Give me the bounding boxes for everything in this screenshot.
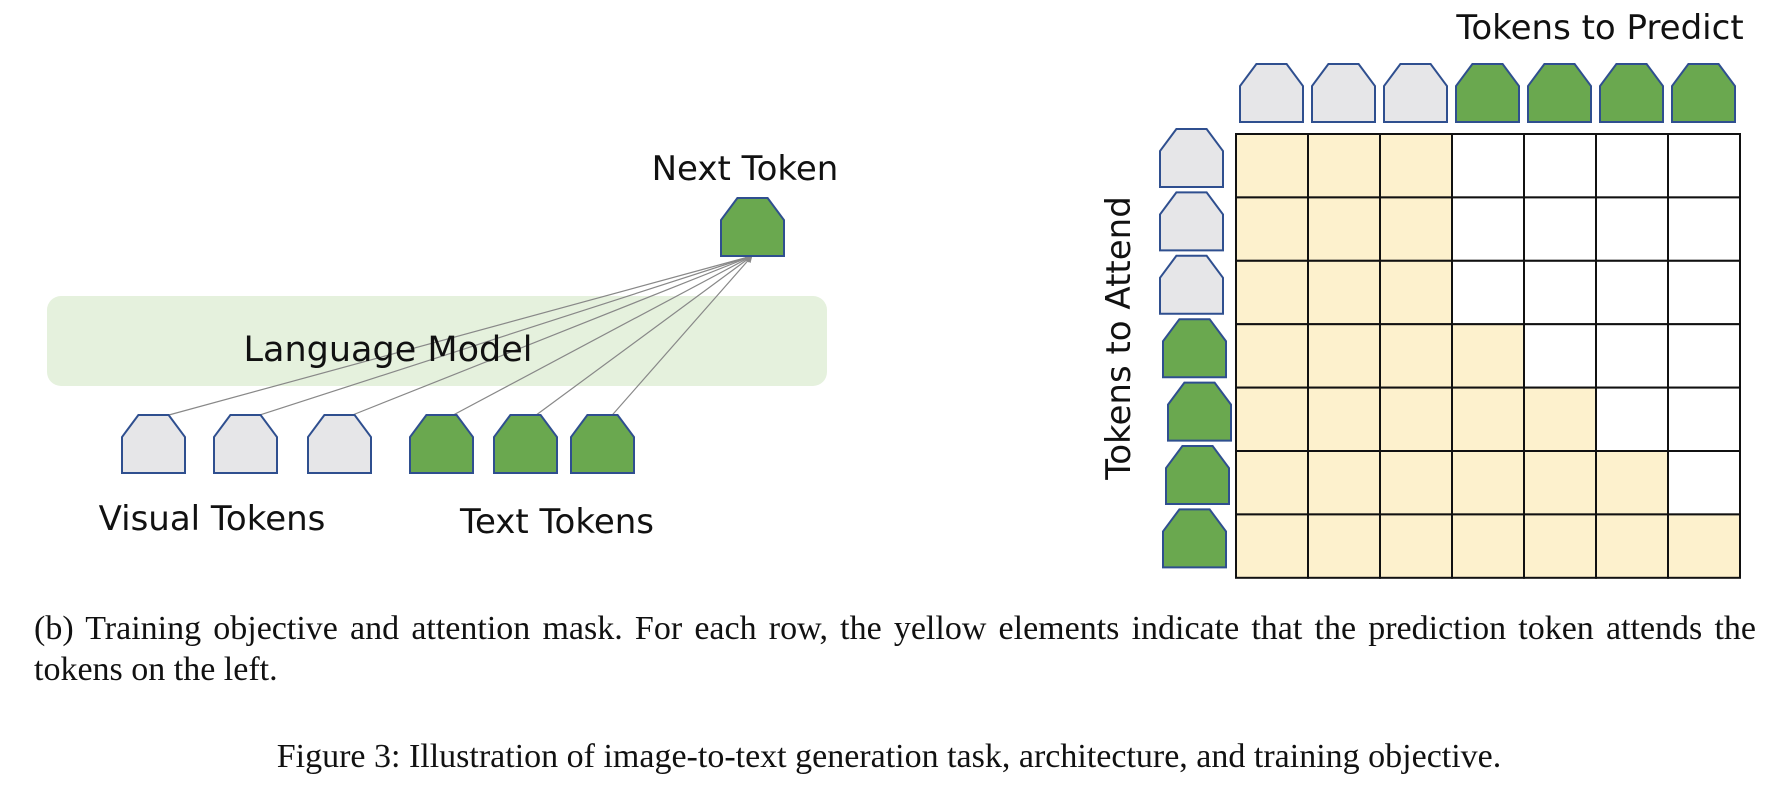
next-token-group: [720, 197, 785, 257]
input-visual-token: [213, 414, 278, 474]
mask-cell-attend: [1379, 196, 1453, 262]
next-token-label: Next Token: [652, 149, 839, 189]
mask-cell-masked: [1595, 133, 1669, 199]
figure-caption: Figure 3: Illustration of image-to-text …: [276, 738, 1502, 775]
language-model-box: [47, 296, 827, 386]
mask-cell-attend: [1307, 386, 1381, 453]
row-token-column: [1159, 128, 1232, 569]
input-text-token: [493, 414, 558, 474]
mask-cell-attend: [1379, 323, 1453, 389]
column-text-token: [1599, 63, 1664, 123]
attention-arrow: [347, 255, 753, 418]
mask-cell-attend: [1451, 386, 1525, 453]
column-visual-token: [1239, 63, 1304, 123]
architecture-diagram: Language Model Next Token Visual Tokens …: [47, 149, 838, 542]
input-visual-token: [307, 414, 372, 474]
subfigure-caption: (b) Training objective and attention mas…: [34, 610, 1756, 689]
mask-cell-attend: [1235, 133, 1309, 199]
mask-cell-attend: [1307, 196, 1381, 262]
attention-arrow: [610, 255, 753, 418]
input-text-token: [570, 414, 635, 474]
row-text-token: [1162, 508, 1227, 569]
mask-cell-masked: [1595, 259, 1669, 326]
mask-cell-attend: [1667, 513, 1741, 579]
mask-cell-attend: [1451, 513, 1525, 579]
mask-cell-attend: [1307, 513, 1381, 579]
row-visual-token: [1159, 191, 1224, 252]
column-visual-token: [1311, 63, 1376, 123]
row-text-token: [1167, 381, 1232, 442]
mask-cell-attend: [1235, 450, 1309, 516]
input-token-row: [121, 414, 635, 474]
column-visual-token: [1383, 63, 1448, 123]
mask-cell-masked: [1667, 450, 1741, 516]
row-visual-token: [1159, 128, 1224, 188]
mask-cell-attend: [1379, 450, 1453, 516]
column-text-token: [1527, 63, 1592, 123]
mask-cell-attend: [1451, 323, 1525, 389]
input-text-token: [409, 414, 474, 474]
visual-tokens-label: Visual Tokens: [99, 499, 326, 539]
mask-cell-attend: [1235, 386, 1309, 453]
mask-cell-masked: [1595, 196, 1669, 262]
text-tokens-label: Text Tokens: [459, 502, 654, 542]
mask-cell-masked: [1523, 323, 1597, 389]
mask-cell-attend: [1235, 196, 1309, 262]
mask-cell-masked: [1451, 133, 1525, 199]
mask-cell-masked: [1667, 133, 1741, 199]
mask-cell-attend: [1523, 386, 1597, 453]
column-token-row: [1239, 63, 1736, 123]
figure-diagram: Language Model Next Token Visual Tokens …: [47, 8, 1744, 579]
row-visual-token: [1159, 254, 1224, 315]
mask-cell-attend: [1235, 513, 1309, 579]
mask-cell-attend: [1595, 513, 1669, 579]
mask-cell-attend: [1235, 323, 1309, 389]
mask-cell-masked: [1523, 133, 1597, 199]
mask-cell-attend: [1379, 386, 1453, 453]
mask-cell-attend: [1595, 450, 1669, 516]
attention-arrow: [161, 254, 753, 418]
mask-cell-masked: [1595, 323, 1669, 389]
mask-cell-masked: [1451, 259, 1525, 326]
attention-mask-grid: [1235, 133, 1741, 579]
mask-cell-attend: [1307, 133, 1381, 199]
row-text-token: [1162, 318, 1227, 379]
mask-cell-attend: [1379, 133, 1453, 199]
attention-mask-diagram: Tokens to Predict Tokens to Attend: [1099, 8, 1744, 579]
next-text-token: [720, 197, 785, 257]
attention-arrow: [533, 255, 753, 418]
mask-cell-attend: [1307, 259, 1381, 326]
mask-cell-masked: [1667, 259, 1741, 326]
mask-cell-masked: [1523, 259, 1597, 326]
mask-cell-attend: [1307, 323, 1381, 389]
column-text-token: [1455, 63, 1520, 123]
attention-arrow: [253, 254, 753, 418]
row-text-token: [1165, 445, 1230, 505]
mask-cell-attend: [1523, 450, 1597, 516]
language-model-label: Language Model: [244, 330, 533, 370]
mask-cell-masked: [1451, 196, 1525, 262]
mask-cell-masked: [1667, 196, 1741, 262]
column-text-token: [1671, 63, 1736, 123]
mask-cell-masked: [1523, 196, 1597, 262]
tokens-to-predict-label: Tokens to Predict: [1455, 8, 1743, 48]
mask-cell-attend: [1379, 259, 1453, 326]
mask-cell-masked: [1667, 386, 1741, 453]
mask-cell-masked: [1667, 323, 1741, 389]
attention-arrow: [449, 255, 753, 418]
attention-arrows: [161, 254, 753, 418]
mask-cell-masked: [1595, 386, 1669, 453]
mask-cell-attend: [1235, 259, 1309, 326]
tokens-to-attend-label: Tokens to Attend: [1099, 196, 1139, 481]
mask-cell-attend: [1307, 450, 1381, 516]
input-visual-token: [121, 414, 186, 474]
mask-cell-attend: [1379, 513, 1453, 579]
mask-cell-attend: [1523, 513, 1597, 579]
mask-cell-attend: [1451, 450, 1525, 516]
